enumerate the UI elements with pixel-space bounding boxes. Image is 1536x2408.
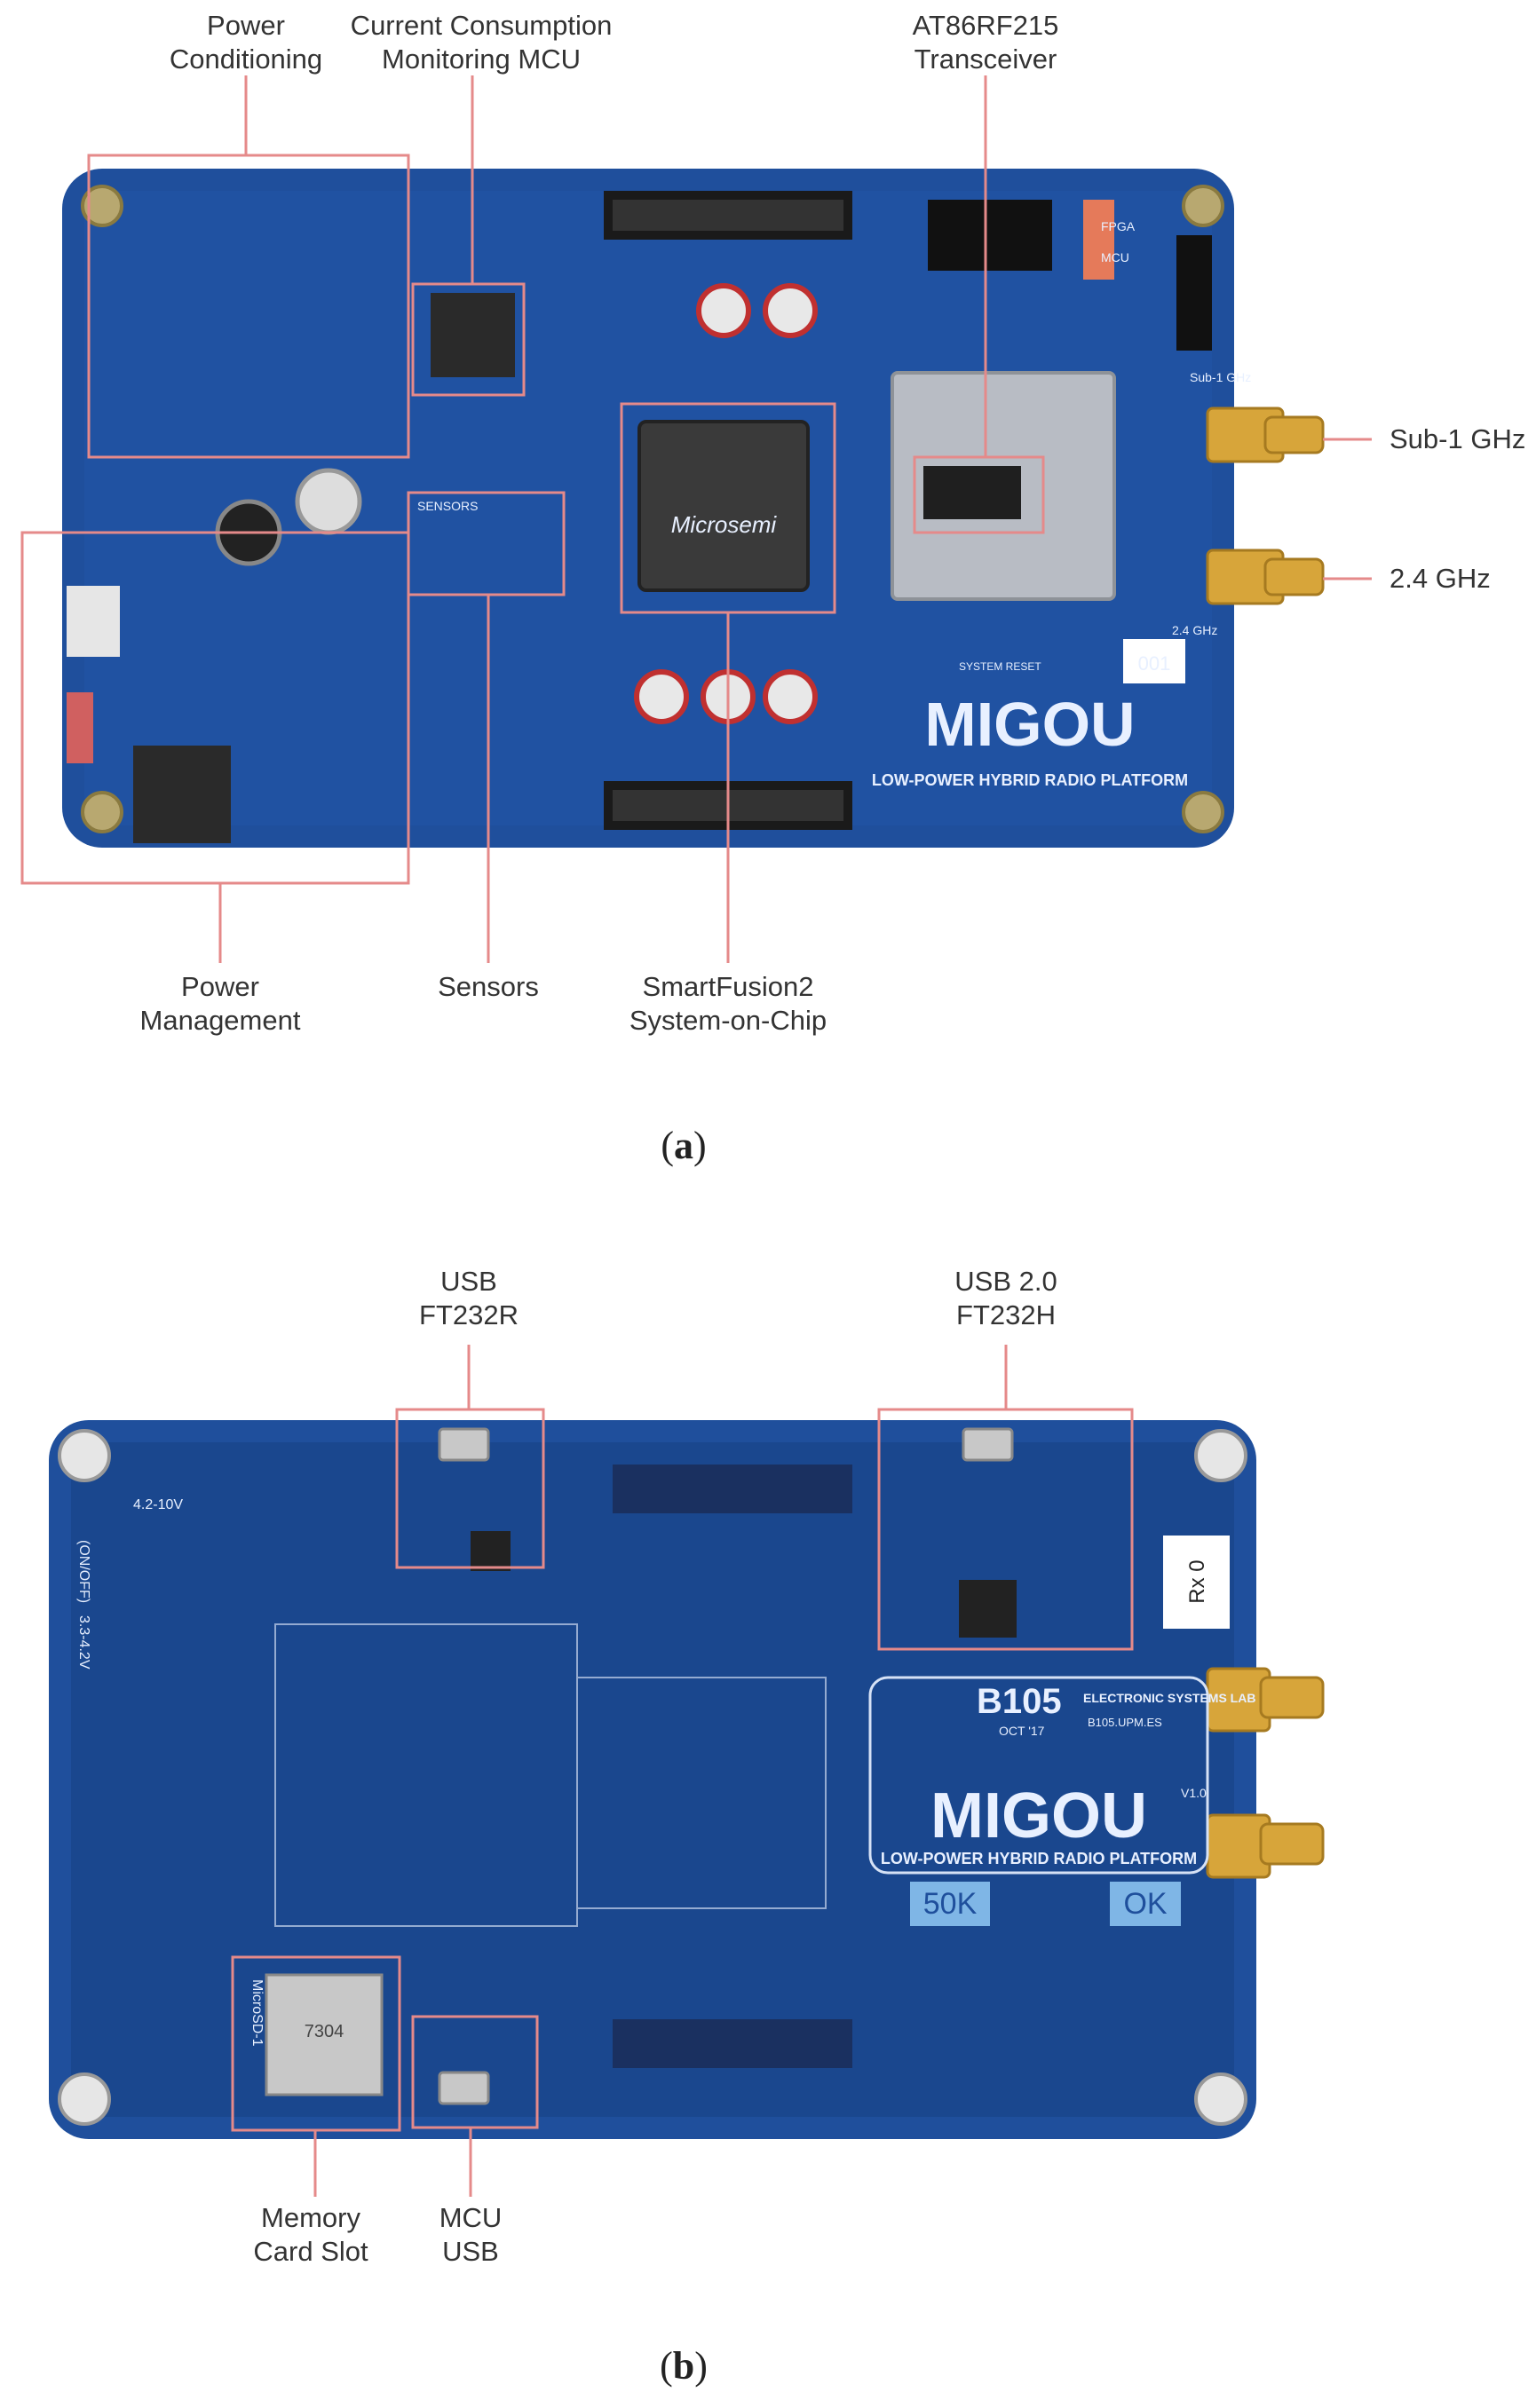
board-a-subtitle: LOW-POWER HYBRID RADIO PLATFORM [872,771,1188,789]
sub1-silk: Sub-1 GHz [1190,370,1251,384]
date-silk: OCT '17 [999,1724,1045,1738]
chip-brand: Microsemi [671,511,778,538]
box-power-conditioning [87,154,410,459]
box-transceiver [913,455,1045,534]
label-transceiver: AT86RF215 Transceiver [913,9,1059,76]
onoff-silk: (ON/OFF) [76,1540,91,1603]
mcu-silk: MCU [1101,250,1129,264]
label-smartfusion: SmartFusion2 System-on-Chip [629,970,827,1038]
label-line: FT232R [419,1299,519,1330]
board-b-subtitle: LOW-POWER HYBRID RADIO PLATFORM [881,1850,1197,1867]
label-line: Conditioning [169,43,323,75]
label-power-conditioning: Power Conditioning [170,9,322,76]
box-power-management [20,531,410,885]
box-sensors [407,491,566,596]
mounting-holes-a [81,185,1224,833]
current-mcu-chip [431,293,515,377]
label-usb2-ft232h: USB 2.0 FT232H [954,1265,1057,1332]
callout-lines-a [218,75,1372,963]
caption-letter: a [674,1124,693,1167]
box-mcu-usb [411,2015,539,2129]
sd-code: 7304 [305,2022,344,2041]
label-line: Power [207,10,285,41]
fpga-silk: FPGA [1101,219,1136,233]
sensors-silk: SENSORS [417,499,478,513]
logo-panel-b [868,1676,1209,1875]
serial-number: 001 [1138,652,1171,675]
mounting-holes-b [58,1429,1247,2126]
label-line: USB 2.0 [954,1266,1057,1297]
sd-card-slot [265,1973,384,2096]
label-line: SmartFusion2 [642,971,814,1002]
lab-subtitle: ELECTRONIC SYSTEMS LAB [1083,1691,1255,1705]
caption-b: (b) [660,2344,708,2388]
voltage-silk: 4.2-10V [133,1497,183,1512]
reset-silk: SYSTEM RESET [959,660,1041,673]
lab-name: B105 [977,1682,1062,1721]
sticker-50k: 50K [923,1887,978,1921]
label-sensors: Sensors [438,971,539,1002]
label-line: FT232H [956,1299,1056,1330]
label-line: System-on-Chip [629,1005,827,1036]
dc-jack [133,746,231,843]
programming-header [928,200,1052,271]
caption-letter: b [672,2344,695,2388]
label-line: MCU [439,2202,503,2233]
callout-boxes-a [20,154,1045,885]
label-line: Transceiver [914,43,1057,75]
board-a-logo: MIGOU [924,690,1135,759]
lab-url: B105.UPM.ES [1088,1716,1162,1729]
label-line: Management [139,1005,301,1036]
label-line: USB [442,2236,499,2267]
label-line: Card Slot [253,2236,368,2267]
label-24ghz: 2.4 GHz [1390,563,1491,594]
sma-connectors-b [1206,1667,1325,1879]
label-line: USB [440,1266,497,1297]
label-line: Current Consumption [350,10,613,41]
callout-lines-b [313,1345,1008,2197]
microsd-silk: MicroSD-1 [249,1979,265,2047]
sticker-ok: OK [1123,1887,1167,1921]
sticker-rx: Rx 0 [1185,1559,1209,1603]
label-line: Monitoring MCU [382,43,581,75]
label-mcu-usb: MCU USB [439,2201,503,2269]
label-line: AT86RF215 [912,10,1059,41]
label-line: Power [181,971,259,1002]
usb-connectors-b [438,1427,1014,2105]
label-sub1: Sub-1 GHz [1390,423,1526,454]
version-silk: V1.0 [1181,1786,1207,1800]
smartfusion-chip [637,420,810,592]
ghz24-silk: 2.4 GHz [1172,623,1217,637]
board-b-logo: MIGOU [930,1780,1147,1851]
v33-silk: 3.3-4.2V [76,1615,91,1670]
label-usb-ft232r: USB FT232R [419,1265,519,1332]
box-current-mcu [411,282,526,397]
label-current-monitoring: Current Consumption Monitoring MCU [351,9,613,76]
label-line: Memory [261,2202,360,2233]
caption-a: (a) [661,1124,707,1167]
pcb-grid-b [274,1623,827,1927]
label-memory-card: Memory Card Slot [253,2201,368,2269]
label-power-management: Power Management [140,970,301,1038]
sma-connectors-a [1206,407,1325,605]
